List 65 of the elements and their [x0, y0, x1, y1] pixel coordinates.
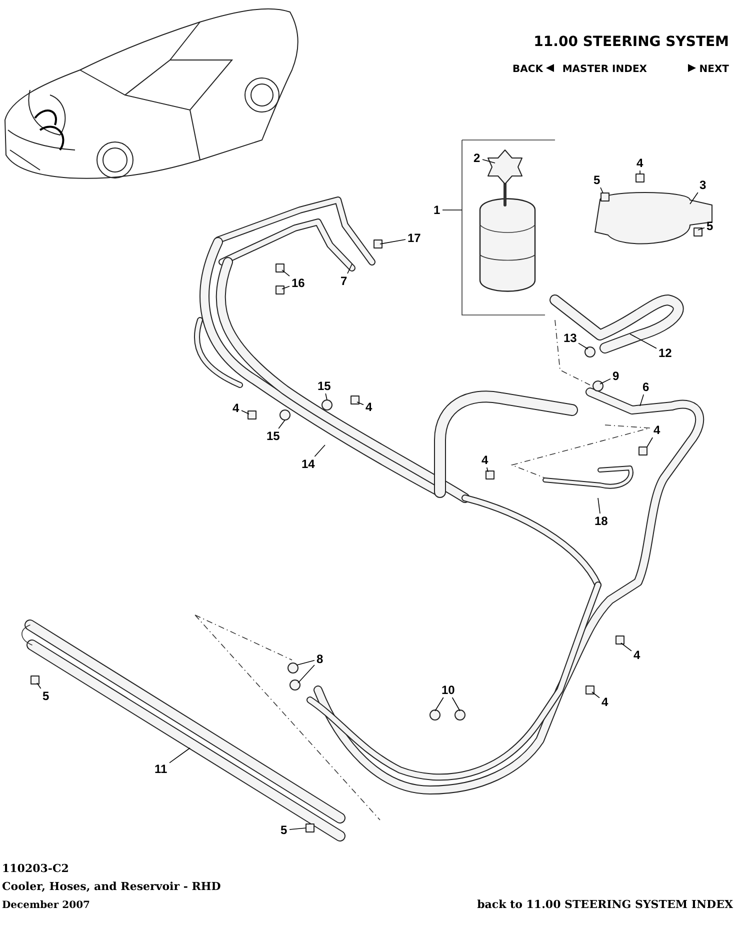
callout-number: 4	[652, 424, 662, 436]
callout-number: 18	[594, 514, 609, 528]
callout-number: 15	[316, 380, 332, 392]
leader-line	[241, 410, 250, 414]
callout-number: 4	[600, 696, 610, 708]
section-heading: 11.00 STEERING SYSTEM	[534, 34, 729, 50]
callout-number: 10	[440, 684, 456, 696]
callout-number: 4	[364, 400, 374, 414]
leader-line	[646, 437, 653, 448]
callout-number: 13	[562, 332, 578, 344]
leader-line	[690, 192, 698, 204]
leader-line	[36, 682, 42, 689]
callout-number: 4	[636, 156, 644, 170]
back-link: BACK	[512, 64, 557, 75]
callout-number: 14	[300, 458, 316, 470]
callout-number: 9	[612, 370, 620, 382]
callout-number: 8	[316, 652, 324, 666]
leader-line	[630, 334, 657, 349]
leader-line	[296, 660, 315, 666]
leader-line	[282, 270, 290, 276]
callout-number: 4	[232, 402, 240, 414]
leader-line	[169, 748, 190, 764]
callout-number: 7	[340, 274, 348, 288]
leader-line	[380, 239, 406, 244]
callout-number: 3	[698, 178, 708, 192]
leader-line	[600, 378, 611, 384]
callout-number: 1	[432, 204, 442, 216]
callout-number: 5	[592, 174, 602, 186]
master-index-link: MASTER INDEX	[562, 64, 647, 75]
callout-number: 11	[154, 762, 168, 776]
leader-line	[452, 697, 460, 712]
callout-number: 4	[632, 648, 642, 662]
leader-line	[298, 664, 315, 684]
callout-number: 16	[290, 276, 306, 290]
leader-line	[482, 159, 496, 164]
callout-number: 5	[280, 824, 288, 836]
leader-line	[434, 697, 444, 712]
leader-line	[325, 393, 328, 400]
index-link: back to 11.00 STEERING SYSTEM INDEX	[477, 898, 733, 911]
callout-number: 4	[480, 454, 490, 466]
leader-line	[578, 342, 588, 350]
date-text: December 2007	[2, 900, 90, 911]
callout-number: 5	[706, 220, 714, 232]
leader-line	[640, 394, 644, 406]
callout-number: 15	[266, 430, 281, 442]
leader-line	[289, 828, 306, 830]
leader-line	[347, 264, 352, 274]
leader-line	[620, 642, 632, 652]
callout-number: 2	[472, 152, 482, 164]
next-link: NEXT	[685, 64, 729, 75]
leader-line	[600, 187, 604, 194]
leader-line	[356, 402, 364, 406]
callout-number: 5	[42, 690, 50, 702]
leader-line	[282, 286, 290, 290]
drawing-number: 110203-C2	[2, 862, 69, 875]
leader-line	[486, 467, 488, 472]
leader-line	[278, 420, 286, 429]
callout-number: 17	[406, 232, 422, 244]
callout-number: 12	[658, 346, 673, 360]
leader-line	[314, 444, 326, 457]
drawing-title: Cooler, Hoses, and Reservoir - RHD	[2, 880, 221, 893]
leader-line	[592, 692, 600, 698]
callout-number: 6	[642, 380, 650, 394]
leader-line	[598, 498, 600, 514]
leader-line	[698, 227, 705, 230]
